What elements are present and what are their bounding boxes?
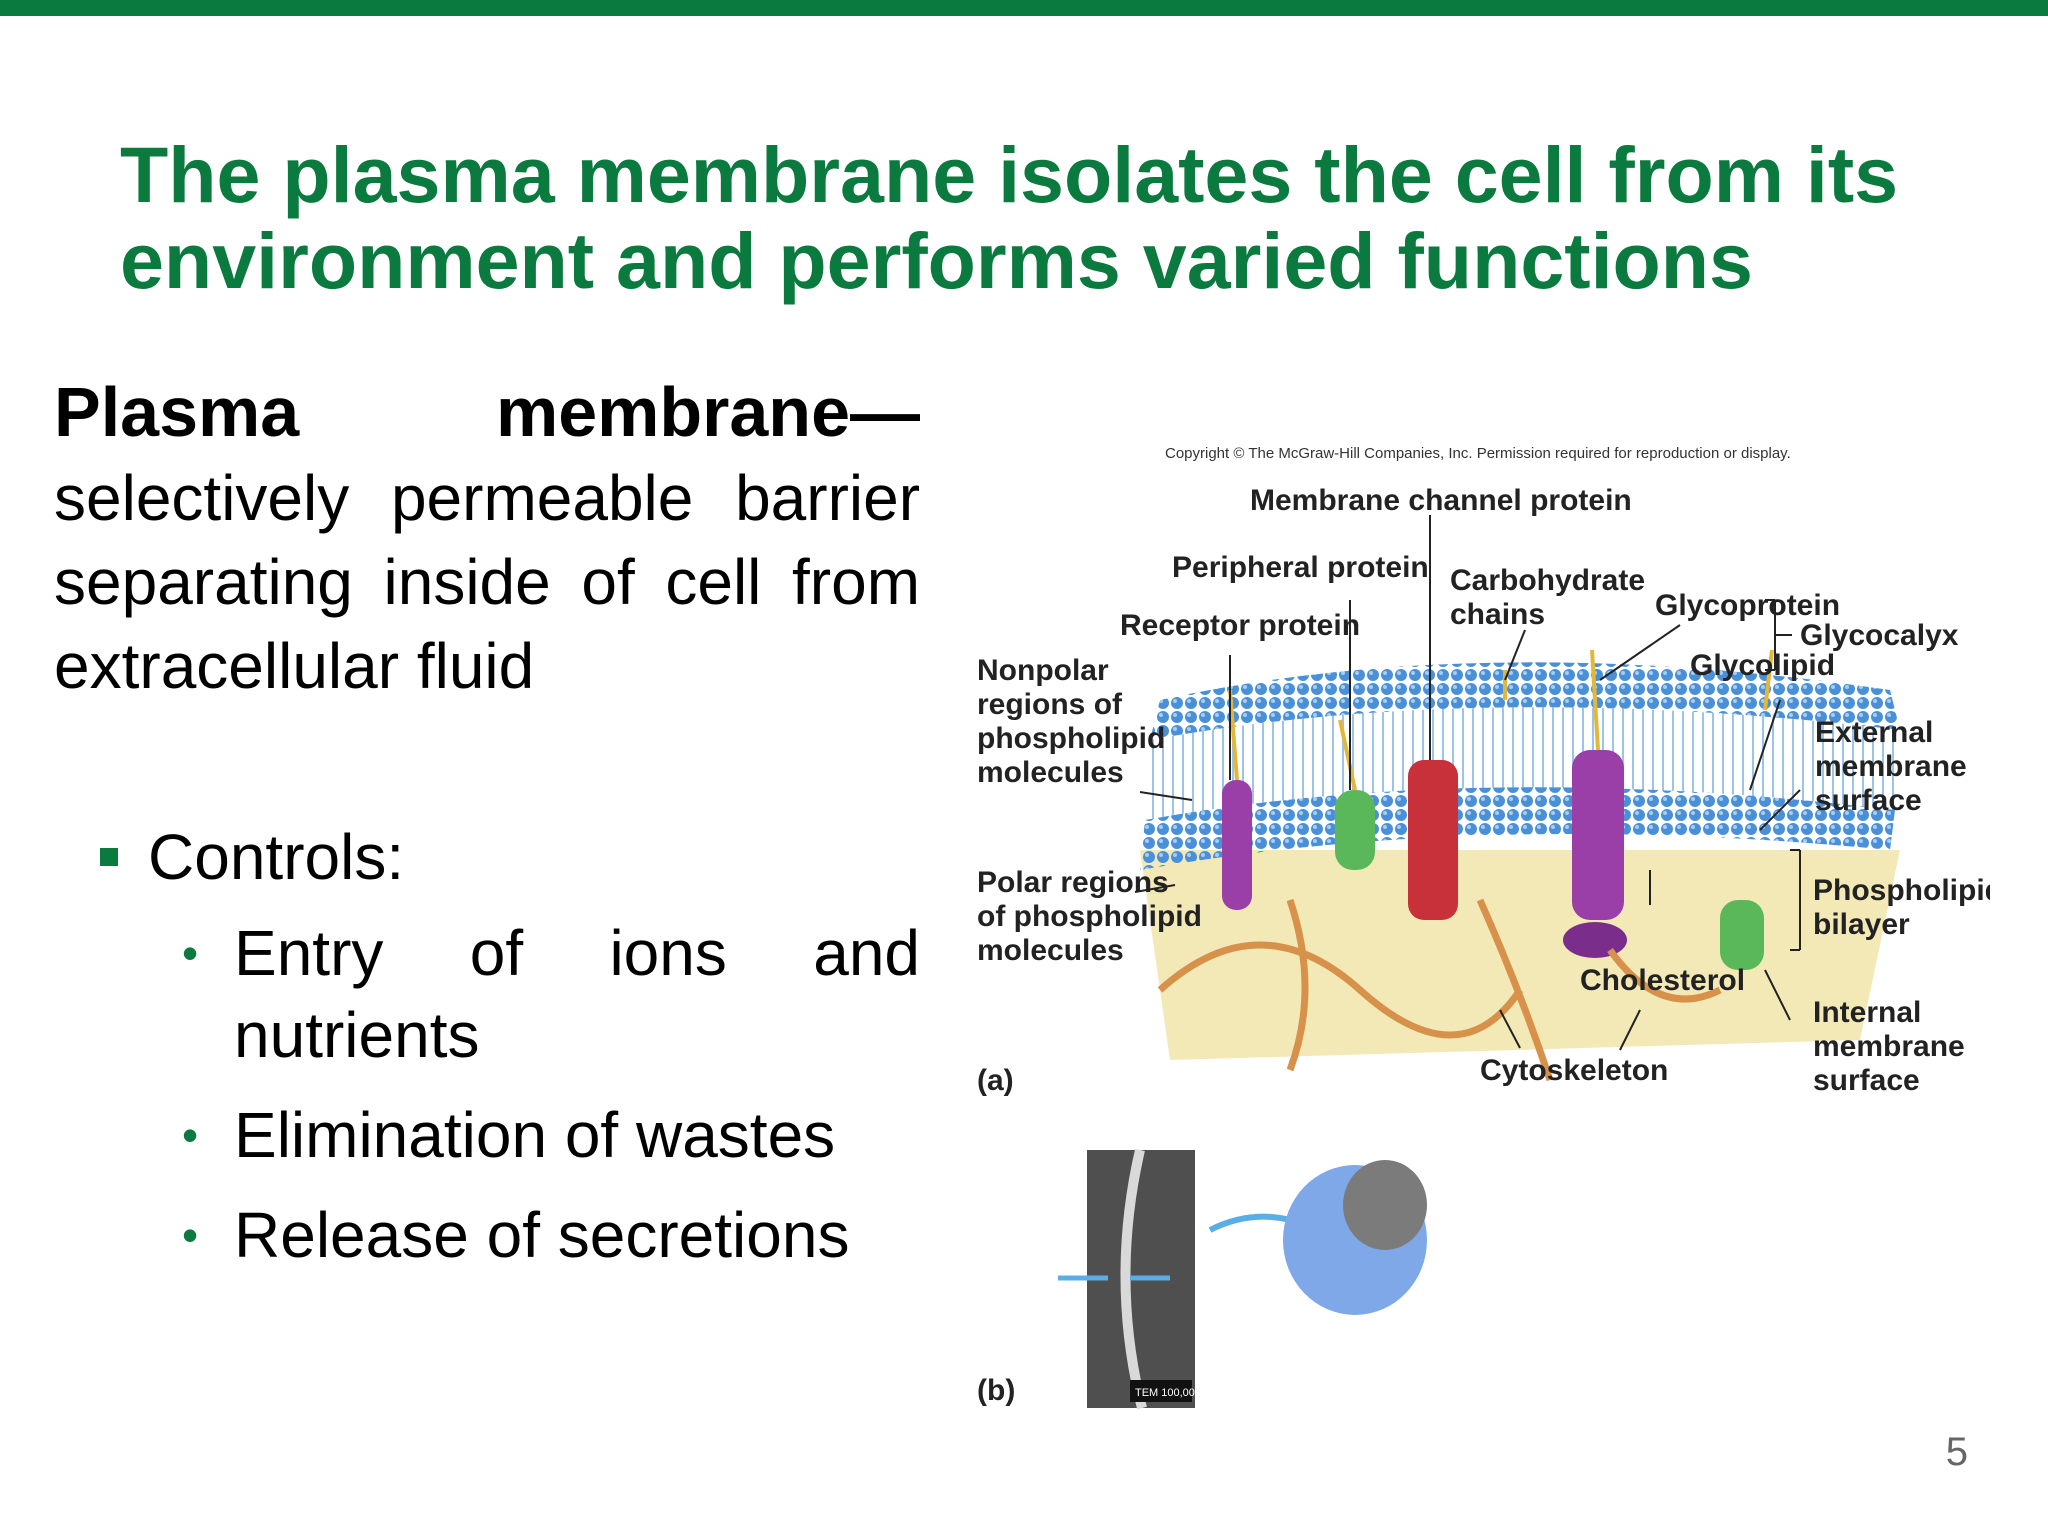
label-polar-line1: Polar regions: [977, 866, 1169, 899]
label-external-line3: surface: [1815, 784, 1922, 817]
list-item: • Entry of ions and nutrients: [182, 912, 920, 1076]
peripheral-protein-shape: [1335, 790, 1375, 870]
membrane-figure: Copyright © The McGraw-Hill Companies, I…: [960, 430, 2003, 1450]
label-glycocalyx: Glycocalyx: [1800, 619, 1959, 652]
label-polar-line2: of phospholipid: [977, 900, 1202, 933]
slide-title-line-2: environment and performs varied function…: [120, 216, 1753, 305]
cell-cutaway: [1343, 1160, 1427, 1250]
slide-title: The plasma membrane isolates the cell fr…: [120, 132, 1980, 304]
label-receptor-protein: Receptor protein: [1120, 609, 1360, 642]
label-bilayer-line1: Phospholipid: [1813, 874, 1990, 907]
tem-scale-box: [1130, 1380, 1192, 1402]
controls-bullet: Controls:: [100, 816, 920, 898]
label-glycoprotein: Glycoprotein: [1655, 589, 1840, 622]
bullet-dot-icon: •: [182, 1209, 199, 1261]
copyright-notice: Copyright © The McGraw-Hill Companies, I…: [1165, 445, 1791, 462]
label-nonpolar-line1: Nonpolar: [977, 654, 1109, 687]
list-item: • Elimination of wastes: [182, 1094, 920, 1176]
label-channel-protein: Membrane channel protein: [1250, 484, 1632, 517]
cytoplasm-region: [1140, 850, 1900, 1060]
controls-list: • Entry of ions and nutrients • Eliminatio…: [54, 912, 920, 1276]
slide-body: Plasma membrane— selectively permeable b…: [54, 370, 920, 1294]
label-internal-line1: Internal: [1813, 996, 1921, 1029]
tem-scale-label: TEM 100,000x: [1135, 1387, 1207, 1399]
tem-membrane-edge: [1120, 1148, 1147, 1410]
label-internal-line3: surface: [1813, 1064, 1920, 1097]
definition-term: Plasma membrane: [54, 373, 850, 451]
receptor-protein-shape: [1222, 780, 1252, 910]
label-nonpolar-line4: molecules: [977, 756, 1124, 789]
label-carbohydrate-line1: Carbohydrate: [1450, 564, 1645, 597]
list-item-text: Elimination of wastes: [234, 1099, 836, 1171]
controls-heading: Controls:: [148, 821, 405, 893]
channel-protein-shape: [1408, 760, 1458, 920]
membrane-diagram: Copyright © The McGraw-Hill Companies, I…: [977, 445, 2003, 1410]
inner-peripheral-protein-shape: [1563, 922, 1627, 958]
label-glycolipid: Glycolipid: [1690, 649, 1835, 682]
definition-text: selectively permeable barrier separating…: [54, 462, 920, 702]
controls-section: Controls: • Entry of ions and nutrients •…: [54, 816, 920, 1276]
label-cholesterol: Cholesterol: [1580, 964, 1745, 997]
label-cytoskeleton: Cytoskeleton: [1480, 1054, 1668, 1087]
outer-leaflet-top: [1150, 662, 1900, 740]
label-panel-a: (a): [977, 1064, 1014, 1097]
label-panel-b: (b): [977, 1374, 1015, 1407]
list-item-text: Entry of ions and nutrients: [234, 917, 920, 1071]
slide-title-line-1: The plasma membrane isolates the cell fr…: [120, 130, 1899, 219]
definition-dash: —: [850, 373, 920, 451]
inner-leaflet: [1140, 787, 1895, 870]
label-nonpolar-line2: regions of: [977, 688, 1123, 721]
bullet-dot-icon: •: [182, 927, 199, 979]
label-external-line2: membrane: [1815, 750, 1967, 783]
label-peripheral-protein: Peripheral protein: [1172, 551, 1429, 584]
cytoskeleton-fibers: [1157, 898, 1722, 1082]
leader-lines: [1134, 515, 1801, 1051]
list-item: • Release of secretions: [182, 1194, 920, 1276]
label-carbohydrate-line2: chains: [1450, 598, 1545, 631]
arrow-pointer-icon: [1208, 1213, 1291, 1233]
glycoprotein-shape: [1572, 750, 1624, 920]
label-polar-line3: molecules: [977, 934, 1124, 967]
square-bullet-icon: [100, 848, 118, 866]
hydrophobic-core: [1145, 707, 1900, 820]
label-bilayer-line2: bilayer: [1813, 908, 1910, 941]
inner-green-protein-shape: [1720, 900, 1764, 970]
definition-paragraph: Plasma membrane— selectively permeable b…: [54, 370, 920, 708]
list-item-text: Release of secretions: [234, 1199, 850, 1271]
label-external-line1: External: [1815, 716, 1933, 749]
label-internal-line2: membrane: [1813, 1030, 1965, 1063]
page-number: 5: [1945, 1430, 1968, 1474]
bullet-dot-icon: •: [182, 1109, 199, 1161]
top-accent-bar: [0, 0, 2048, 16]
label-nonpolar-line3: phospholipid: [977, 722, 1165, 755]
carbohydrate-chains: [1228, 649, 1774, 791]
